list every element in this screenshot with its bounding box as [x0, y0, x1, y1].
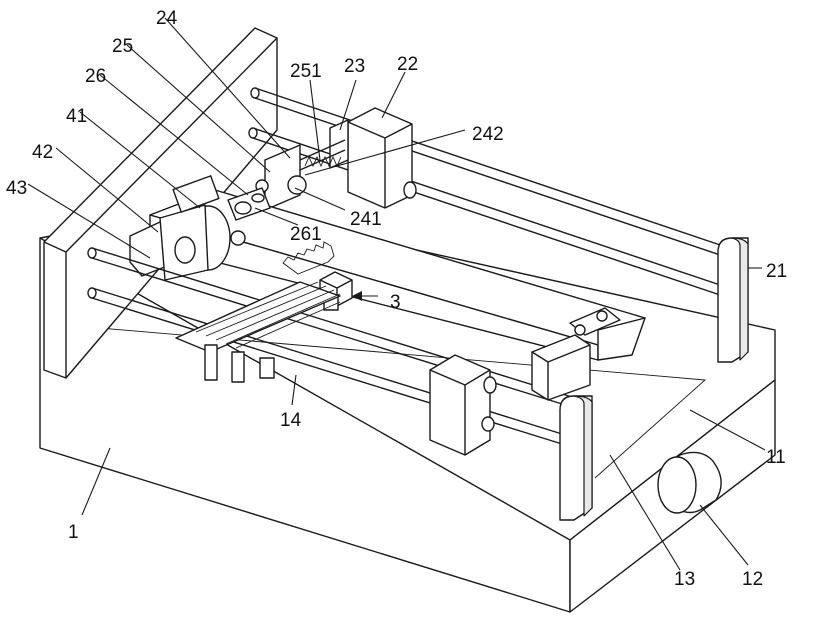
label-11: 11 — [766, 447, 786, 468]
label-13: 13 — [674, 569, 695, 590]
label-23: 23 — [344, 56, 365, 77]
label-251: 251 — [290, 61, 322, 82]
label-24: 24 — [156, 8, 178, 29]
label-25: 25 — [112, 36, 133, 57]
label-14: 14 — [280, 410, 302, 431]
slider-block-22 — [348, 108, 416, 208]
label-26: 26 — [85, 66, 106, 87]
label-22: 22 — [397, 54, 418, 75]
label-21: 21 — [766, 261, 787, 282]
label-242: 242 — [472, 124, 504, 145]
label-241: 241 — [350, 209, 382, 230]
label-3: 3 — [390, 292, 401, 313]
label-12: 12 — [742, 569, 763, 590]
label-41: 41 — [66, 106, 87, 127]
label-43: 43 — [6, 178, 27, 199]
end-plate-21 — [718, 238, 748, 362]
label-261: 261 — [290, 224, 322, 245]
front-slider-block — [430, 355, 496, 455]
label-42: 42 — [32, 142, 53, 163]
front-end-plate — [560, 396, 592, 520]
label-1: 1 — [68, 522, 79, 543]
